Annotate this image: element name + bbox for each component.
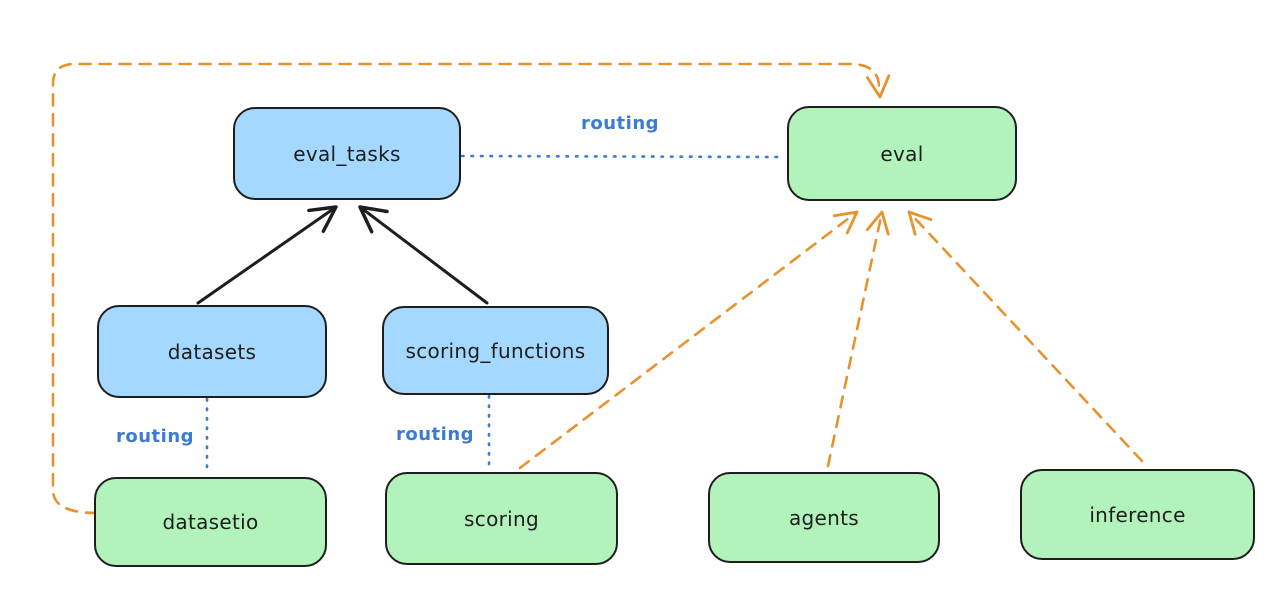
node-scoring-functions-label: scoring_functions [405, 338, 586, 363]
node-eval: eval [787, 106, 1017, 201]
node-scoring-label: scoring [464, 506, 539, 531]
node-datasetio-label: datasetio [162, 510, 259, 534]
node-agents-label: agents [789, 505, 859, 530]
edge-routing-eval-tasks-to-eval [460, 154, 786, 159]
edge-agents-to-eval [826, 210, 890, 468]
node-datasets: datasets [97, 305, 327, 398]
edge-datasets-to-eval-tasks [196, 205, 338, 305]
edge-scoring-to-eval [518, 210, 859, 470]
node-eval-label: eval [880, 141, 924, 166]
node-eval-tasks: eval_tasks [233, 107, 461, 200]
edge-label-routing-left: routing [115, 426, 195, 447]
edge-scoring-functions-to-eval-tasks [358, 205, 489, 305]
edge-label-routing-middle: routing [395, 424, 475, 445]
node-datasetio: datasetio [94, 477, 327, 567]
node-scoring-functions: scoring_functions [382, 306, 609, 395]
node-eval-tasks-label: eval_tasks [293, 141, 401, 166]
edge-inference-to-eval [907, 210, 1144, 463]
node-scoring: scoring [385, 472, 618, 565]
node-datasets-label: datasets [167, 339, 257, 364]
edge-datasetio-to-eval [51, 62, 891, 515]
node-inference: inference [1020, 469, 1255, 560]
node-inference-label: inference [1089, 502, 1186, 527]
edge-label-routing-top: routing [580, 113, 660, 134]
node-agents: agents [708, 472, 940, 563]
